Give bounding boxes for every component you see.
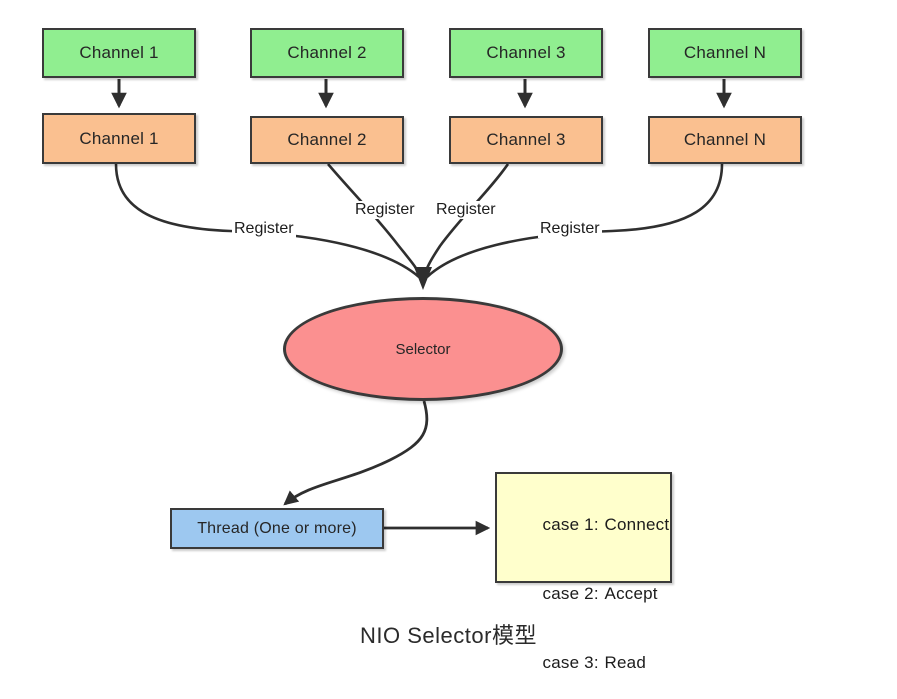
register-edge-2 xyxy=(327,163,423,278)
channel-box-client-3-label: Channel 3 xyxy=(486,43,566,62)
register-edge-3 xyxy=(422,163,510,278)
thread-label: Thread (One or more) xyxy=(197,519,357,537)
channel-link-group xyxy=(111,79,732,109)
channel-box-server-2[interactable]: Channel 2 xyxy=(250,116,404,164)
case-item-2-value: Accept xyxy=(604,584,658,603)
channel-box-client-4[interactable]: Channel N xyxy=(648,28,802,78)
channel-box-client-2[interactable]: Channel 2 xyxy=(250,28,404,78)
register-label-4: Register xyxy=(538,220,602,238)
case-item-1-value: Connect xyxy=(604,515,670,534)
register-label-1: Register xyxy=(232,220,296,238)
channel-box-server-2-label: Channel 2 xyxy=(287,130,367,149)
channel-box-server-3[interactable]: Channel 3 xyxy=(449,116,603,164)
case-item-3-value: Read xyxy=(604,653,646,672)
register-label-3: Register xyxy=(434,201,498,219)
channel-box-server-1[interactable]: Channel 1 xyxy=(42,113,196,164)
channel-box-client-4-label: Channel N xyxy=(683,43,767,62)
case-item-1: case 1: Connect xyxy=(513,490,670,559)
channel-box-client-1[interactable]: Channel 1 xyxy=(42,28,196,78)
case-item-3-key: case 3: xyxy=(542,653,599,672)
case-item-2-key: case 2: xyxy=(542,584,599,603)
channel-box-server-3-label: Channel 3 xyxy=(486,130,566,149)
selector-label: Selector xyxy=(395,340,451,358)
channel-box-server-4-label: Channel N xyxy=(683,130,767,149)
cases-box[interactable]: case 1: Connect case 2: Accept case 3: Read… xyxy=(495,472,672,672)
channel-box-client-1-label: Channel 1 xyxy=(79,43,159,62)
figure-title: NIO Selector模型 xyxy=(360,623,537,648)
channel-box-client-2-label: Channel 2 xyxy=(287,43,367,62)
register-label-2: Register xyxy=(353,201,417,219)
channel-box-client-3[interactable]: Channel 3 xyxy=(449,28,603,78)
case-item-1-key: case 1: xyxy=(542,515,599,534)
case-item-3: case 3: Read xyxy=(513,628,670,697)
register-edge-group xyxy=(114,163,724,278)
channel-box-server-4[interactable]: Channel N xyxy=(648,116,802,164)
channel-box-server-1-label: Channel 1 xyxy=(79,128,159,148)
thread-box[interactable]: Thread (One or more) xyxy=(170,508,384,549)
register-arrowhead xyxy=(414,267,432,290)
selector-node[interactable]: Selector xyxy=(283,297,563,401)
selector-thread-edge xyxy=(283,400,429,506)
selector-thread-edge-group xyxy=(283,400,429,506)
case-item-2: case 2: Accept xyxy=(513,559,670,628)
